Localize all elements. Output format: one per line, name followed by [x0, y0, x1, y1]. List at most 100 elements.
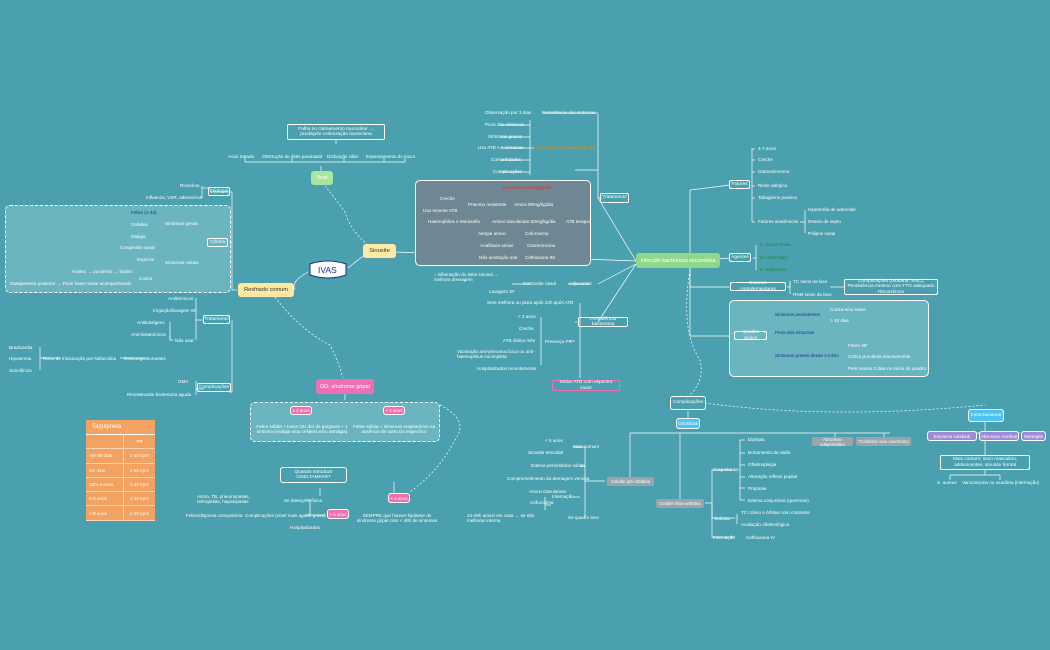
- dd-lt2-text: Febre súbita + sintomas respiratórios na…: [352, 424, 436, 435]
- anat-1: Hipertrofia de adenoide: [808, 207, 856, 212]
- ex-1: TC seios da face: [793, 279, 828, 284]
- tratamento-box: Tratamento: [203, 315, 230, 324]
- pre-2: Sinusite etmoidal: [528, 450, 563, 455]
- ceftriaxona-im: Ceftriaxona IM: [525, 255, 555, 260]
- fat-2: Creche: [758, 157, 773, 162]
- fat-1: 4-7 anos: [758, 146, 776, 151]
- q2: Piora dos sintomas: [775, 330, 815, 335]
- taq-fr-0: ≥ 60 irpm: [123, 448, 155, 464]
- pneumo-resistente: Pneumo resistente: [468, 202, 507, 207]
- dd-node[interactable]: DD: síndrome gripal: [316, 379, 374, 394]
- susp-1: Diplopia: [748, 437, 765, 442]
- vacinacao: Vacinação anti-pneumocócica ou anti-haem…: [457, 349, 535, 360]
- ceftriaxona-iv: Ceftriaxona IV: [746, 535, 776, 540]
- trat-4: Anti-histamínicos: [131, 332, 166, 337]
- trat-2: Irrigação/lavagem SF: [153, 308, 197, 313]
- trat-left-4: Comorbidades: [491, 157, 521, 162]
- sintomas-nasais: Sintomas nasais: [165, 260, 199, 265]
- agentes-box: Agentes: [729, 253, 751, 262]
- trat-5: Não usar: [175, 338, 194, 343]
- trat-left-2: Sintomas graves: [488, 134, 523, 139]
- creche-2: Creche: [519, 326, 534, 331]
- dd-ge2-tag: ≥ 2 anos: [290, 406, 312, 415]
- falha-box: Falha no clareamento mucociliar → predis…: [287, 124, 385, 140]
- lavagem-sf: Lavagem SF: [489, 289, 516, 294]
- atb-terapia: ATB terapia: [566, 219, 590, 224]
- sintomas-gerais: Sintomas gerais: [165, 221, 198, 226]
- alergia-amoxi: Alergia amoxi: [478, 231, 506, 236]
- intracranianas-node[interactable]: Intracranianas: [968, 409, 1004, 422]
- atb-ultimo-mes: ATB último mês: [503, 338, 536, 343]
- bacteriana-node[interactable]: Infecção bacteriana secundária: [636, 253, 720, 268]
- dd-left-2: Se doença crônica: [284, 498, 323, 503]
- iniciar-atb-box: Iniciar ATB com espectro maior: [552, 380, 620, 391]
- se-quadro-leve: Se quadro leve: [568, 515, 599, 520]
- amox-90: Amoxi 90mg/kg/dia: [514, 202, 554, 207]
- trat-1: Antitérmicos: [168, 296, 194, 301]
- sol-2: Avaliação oftalmológica: [741, 522, 790, 527]
- ivas-label: IVAS: [318, 265, 337, 275]
- resfriado-clinica-zone: [5, 205, 231, 293]
- etio-1: Rinovírus: [180, 183, 200, 188]
- viral-node[interactable]: Viral: [311, 171, 333, 185]
- lt2-anos: < 2 anos: [518, 314, 536, 319]
- q3c: Pelo menos 3 dias no início do quadro: [848, 366, 927, 371]
- pre-4: Comprometimento da drenagem venosa: [507, 476, 590, 481]
- taquipneia-title: Taquipneia: [86, 420, 155, 435]
- risco-1: Bradicardia: [9, 345, 33, 350]
- quadro-clinico-zone: [729, 300, 929, 377]
- taq-fr-4: ≥ 20 irpm: [123, 505, 155, 521]
- etio-2: Influenza, VSR, adenovírus: [146, 195, 202, 200]
- obs-3dias: Observação por 3 dias: [485, 110, 532, 115]
- internacao-intra: Internação: [713, 535, 735, 540]
- dd-zone: [250, 402, 440, 442]
- persistencia-sintomas: Persistência dos sintomas: [542, 110, 596, 115]
- q1a: Coriza e/ou tosse: [830, 307, 866, 312]
- susp-5: Proptose: [748, 486, 767, 491]
- persist-bact-box: Persistência bacteriana: [578, 317, 628, 327]
- pre-5: Amoxi clavulanato: [529, 489, 567, 494]
- q1: Sintomas persistentes: [775, 312, 821, 317]
- sn-1: Congestão nasal: [120, 245, 155, 250]
- taq-head-blank: [86, 435, 124, 450]
- atb-terapia-zone: [415, 180, 591, 266]
- q1b: > 10 dias: [830, 318, 849, 323]
- vancomicina: Vancomicina ou oxacilina (internação): [962, 480, 1040, 485]
- taq-age-4: > 8 anos: [86, 505, 124, 521]
- sn-2: Espirros: [137, 257, 154, 262]
- taq-head-fr: FR: [123, 435, 155, 450]
- sg-3: Mialgia: [131, 234, 146, 239]
- cefuroxima: Cefuroxima: [525, 231, 549, 236]
- trat-left-3: Uso ATB < 4 semanas: [478, 145, 524, 150]
- exames-box: Exames complementares: [730, 281, 786, 292]
- pre-7: 24-48h amoxi em casa → se não melhorar i…: [467, 513, 535, 524]
- fat-3: Outono/inverno: [758, 169, 790, 174]
- mais-comum-intracranial: Mais comum: sexo masculino, adolescentes…: [940, 455, 1030, 470]
- empiema-box: Empiema subdural: [927, 431, 977, 441]
- descongestionantes: Descongestionantes: [124, 356, 166, 361]
- viral-cause-4: Espessamento do muco: [366, 154, 416, 159]
- sol-1: TC crânio e órbitas com contraste: [741, 510, 810, 515]
- taq-age-0: Até 60 dias: [86, 448, 124, 464]
- resfriado-node[interactable]: Resfriado comum: [238, 283, 294, 297]
- adjuvantes: Adjuvantes: [569, 281, 592, 286]
- sg-1: Febre (1-3d): [131, 210, 157, 215]
- sinusite-node[interactable]: Sinusite: [363, 244, 396, 258]
- sg-2: Cefaleia: [131, 222, 148, 227]
- q3: Sintomas graves desde o início: [775, 353, 839, 358]
- ivas-center-node[interactable]: [308, 259, 348, 280]
- pre-6: Cefuroxima: [530, 500, 554, 505]
- inflamacao-note: ↓ inflamação do óstio sinusal → melhora …: [434, 272, 499, 283]
- haemophilus: Haemophilus e Moraxella: [428, 219, 480, 224]
- amox-clav-50: Amoxi clavulanato 50mg/kg/dia: [492, 219, 556, 224]
- fat-5: Tabagismo passivo: [758, 195, 798, 200]
- dd-left-1: Asma, TB, pneumopatias, nefropatias, hep…: [197, 494, 250, 505]
- anafilaxia: Anafilaxia amoxi: [480, 243, 514, 248]
- ag-1: S. pneumoniae: [760, 242, 791, 247]
- celulite-pre-box: Celulite pré-orbitária: [607, 477, 654, 486]
- orbitarias-node[interactable]: Orbitárias: [676, 418, 700, 429]
- abscesso-sub-box: Abscesso subperiósteo: [812, 437, 853, 447]
- complicacoes-node[interactable]: Complicações: [670, 396, 706, 410]
- claritromicina: Claritromicina: [527, 243, 556, 248]
- fatores-box: Fatores: [729, 180, 750, 189]
